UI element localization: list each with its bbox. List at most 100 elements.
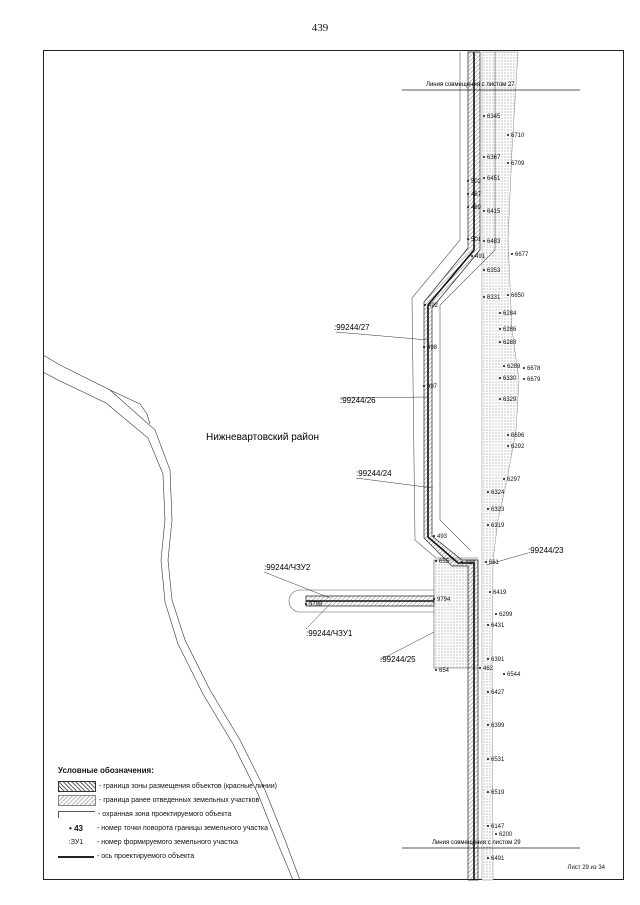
parcel-label-27: :99244/27	[334, 323, 370, 332]
svg-text:6544: 6544	[507, 672, 521, 678]
svg-text:6299: 6299	[499, 612, 513, 618]
point-6451: 6451	[483, 176, 501, 182]
svg-text:491: 491	[475, 254, 486, 260]
point-6391: 6391	[487, 657, 505, 663]
legend-item-parcel-num: :ЗУ1 - номер формируемого земельного уча…	[58, 835, 358, 849]
axis-symbol	[58, 855, 94, 858]
svg-text:655: 655	[439, 559, 450, 565]
point-6331: 6331	[483, 295, 501, 301]
parcel-label-23: :99244/23	[528, 546, 564, 555]
point-494: 494	[461, 560, 476, 566]
svg-text:6677: 6677	[515, 252, 529, 258]
legend-item-buffer: - охранная зона проектируемого объекта	[58, 807, 358, 821]
svg-text:6483: 6483	[487, 239, 501, 245]
point-6709: 6709	[507, 161, 525, 167]
svg-text:6451: 6451	[487, 176, 501, 182]
svg-text:6696: 6696	[511, 433, 525, 439]
point-462: 462	[479, 666, 494, 672]
point-6431: 6431	[487, 623, 505, 629]
district-label: Нижневартовский район	[206, 432, 319, 443]
legend-item-point: • 43 - номер точки поворота границы земе…	[58, 821, 358, 835]
svg-text:6415: 6415	[487, 209, 501, 215]
parcel-num-symbol: :ЗУ1	[68, 838, 84, 846]
turning-points: 6345 6710 6367 6709 502 6451 487 489 641…	[305, 114, 541, 862]
svg-text:6297: 6297	[507, 477, 521, 483]
svg-text:6650: 6650	[511, 293, 525, 299]
point-501: 501	[467, 237, 482, 243]
svg-text:498: 498	[427, 345, 438, 351]
svg-text:494: 494	[465, 560, 476, 566]
point-6678: 6678	[523, 366, 541, 372]
svg-text:6292: 6292	[511, 444, 525, 450]
point-487: 487	[467, 192, 482, 198]
svg-text:661: 661	[489, 560, 500, 566]
svg-text:6399: 6399	[491, 723, 505, 729]
svg-text:489: 489	[471, 205, 482, 211]
legend-title: Условные обозначения:	[58, 766, 154, 775]
point-symbol: • 43	[69, 823, 83, 833]
point-6519: 6519	[487, 790, 505, 796]
svg-text:9794: 9794	[437, 597, 451, 603]
svg-text:6324: 6324	[491, 490, 505, 496]
point-498: 498	[423, 345, 438, 351]
svg-text:6329: 6329	[503, 397, 517, 403]
point-492: 492	[424, 303, 439, 309]
parcel-label-chzu1: :99244/ЧЗУ1	[306, 629, 353, 638]
point-655: 655	[435, 559, 450, 565]
svg-text:502: 502	[471, 179, 482, 185]
legend-item-red-lines: - граница зоны размещения объектов (крас…	[58, 779, 358, 793]
match-line-top-label: Линия совмещения с листом 27	[426, 82, 515, 88]
parcel-label-25: :99244/25	[380, 655, 416, 664]
point-654: 654	[435, 668, 450, 674]
point-6319: 6319	[487, 523, 505, 529]
point-6650: 6650	[507, 293, 525, 299]
svg-text:6345: 6345	[487, 114, 501, 120]
parcel-label-24: :99244/24	[356, 469, 392, 478]
map-frame: Лист 29 из 34	[43, 50, 624, 880]
point-6288: 6288	[499, 340, 517, 346]
svg-text:6431: 6431	[491, 623, 505, 629]
point-6419: 6419	[489, 590, 507, 596]
red-lines-symbol	[58, 780, 96, 792]
point-6292: 6292	[507, 444, 525, 450]
svg-text:6519: 6519	[491, 790, 505, 796]
svg-text:6391: 6391	[491, 657, 505, 663]
red-lines-zone	[305, 51, 481, 881]
point-9798: 9798	[305, 602, 323, 608]
point-6329: 6329	[499, 397, 517, 403]
svg-text:6678: 6678	[527, 366, 541, 372]
point-6544: 6544	[503, 672, 521, 678]
svg-text:6200: 6200	[499, 832, 513, 838]
svg-text:654: 654	[439, 668, 450, 674]
point-6367: 6367	[483, 155, 501, 161]
svg-text:6284: 6284	[503, 311, 517, 317]
point-9794: 9794	[433, 597, 451, 603]
svg-text:462: 462	[483, 666, 494, 672]
svg-text:487: 487	[471, 192, 482, 198]
point-6399: 6399	[487, 723, 505, 729]
svg-text:6286: 6286	[503, 327, 517, 333]
point-6677: 6677	[511, 252, 529, 258]
svg-text:6353: 6353	[487, 268, 501, 274]
point-6289: 6289	[503, 364, 521, 370]
svg-text:6319: 6319	[491, 523, 505, 529]
svg-text:6419: 6419	[493, 590, 507, 596]
point-489: 489	[467, 205, 482, 211]
match-line-bottom-label: Линия совмещения с листом 29	[432, 840, 521, 846]
svg-text:493: 493	[437, 534, 448, 540]
point-6147: 6147	[487, 824, 505, 830]
point-6297: 6297	[503, 477, 521, 483]
legend-item-axis: - ось проектируемого объекта	[58, 849, 358, 863]
point-6284: 6284	[499, 311, 517, 317]
point-491: 491	[471, 254, 486, 260]
point-6710: 6710	[507, 133, 525, 139]
svg-text:6679: 6679	[527, 377, 541, 383]
point-6353: 6353	[483, 268, 501, 274]
svg-text:6710: 6710	[511, 133, 525, 139]
page-number: 439	[311, 22, 329, 34]
svg-text:9798: 9798	[309, 602, 323, 608]
point-6299: 6299	[495, 612, 513, 618]
parcel-label-26: :99244/26	[340, 396, 376, 405]
point-6286: 6286	[499, 327, 517, 333]
svg-text:6367: 6367	[487, 155, 501, 161]
